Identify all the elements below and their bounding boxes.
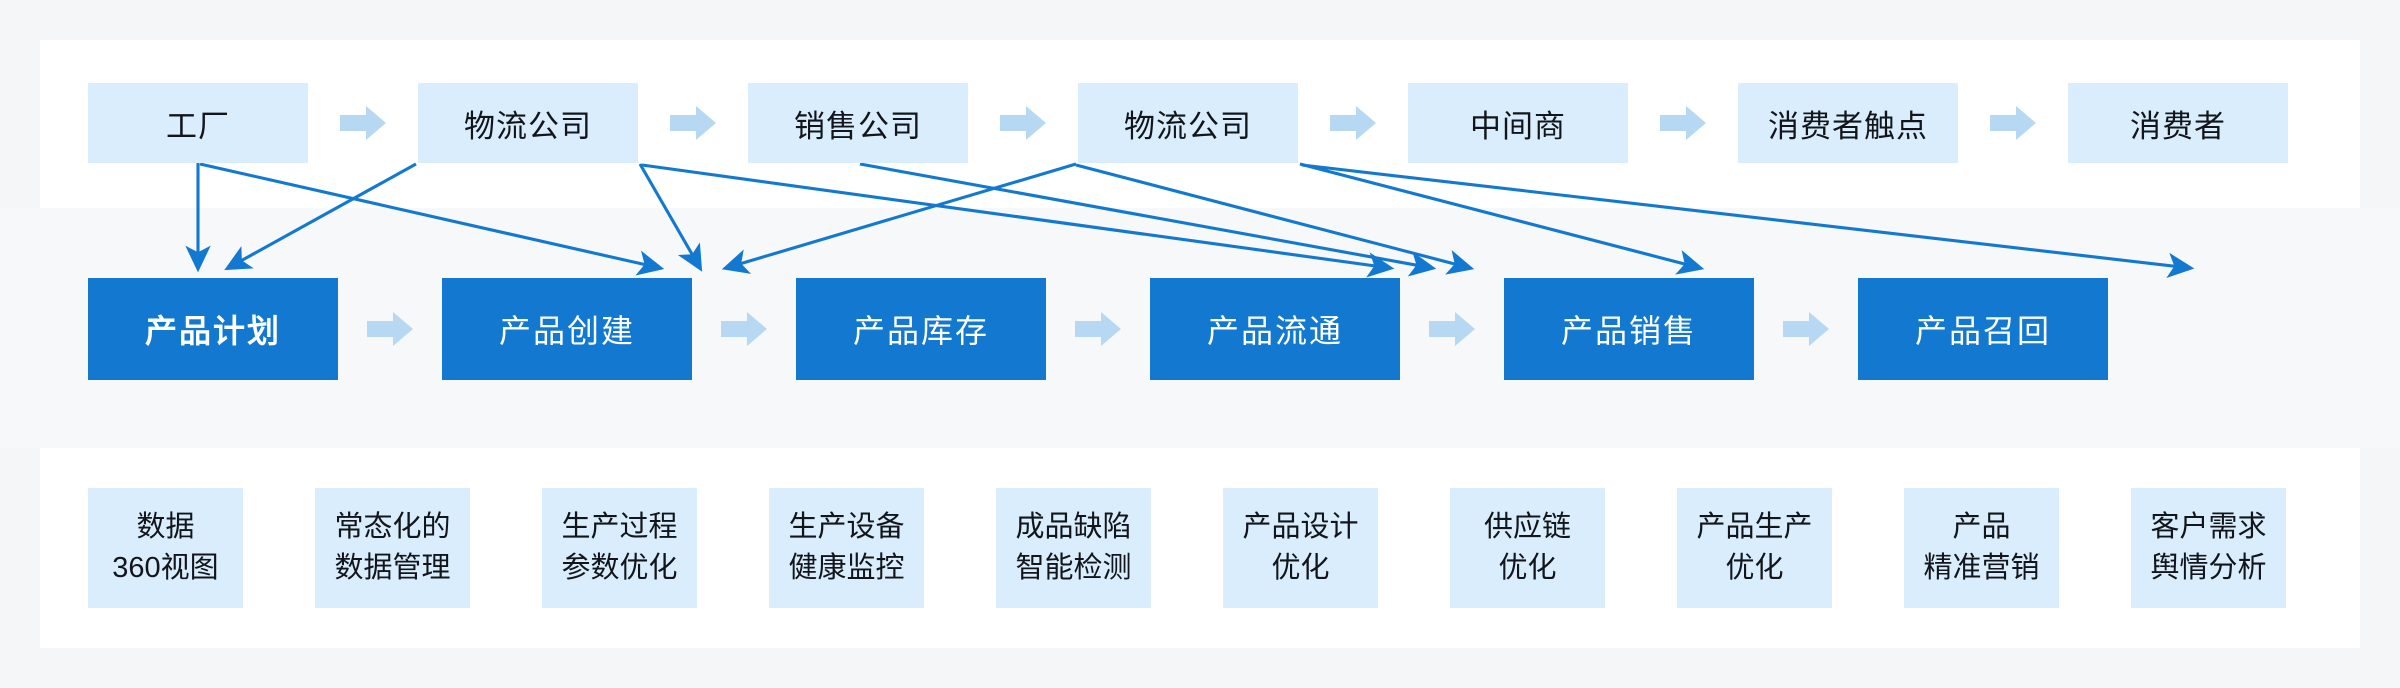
- stage-label: 产品计划: [144, 313, 281, 349]
- stage-label: 产品流通: [1206, 313, 1343, 349]
- block-arrow-right-icon: [721, 312, 767, 346]
- capability-label-line1: 产品: [1952, 510, 2011, 543]
- capability-label-line1: 生产设备: [788, 510, 905, 543]
- actor-flow-arrow-1: [308, 105, 418, 141]
- stage-box-product-recall[interactable]: 产品召回: [1858, 278, 2108, 380]
- block-arrow-right-icon: [367, 312, 413, 346]
- block-arrow-right-icon: [670, 106, 716, 140]
- actor-label: 物流公司: [1124, 108, 1252, 144]
- block-arrow-right-icon: [1990, 106, 2036, 140]
- stage-label: 产品销售: [1560, 313, 1697, 349]
- stage-label: 产品召回: [1914, 313, 2051, 349]
- actor-label: 销售公司: [794, 108, 922, 144]
- actor-label: 物流公司: [464, 108, 592, 144]
- capability-label-line2: 优化: [1271, 552, 1330, 584]
- capability-label-line1: 生产过程: [561, 510, 678, 543]
- capability-box-data-360-view[interactable]: 数据 360视图: [88, 488, 243, 608]
- actor-flow-arrow-5: [1628, 105, 1738, 141]
- actor-label: 中间商: [1470, 108, 1566, 144]
- capability-label-line1: 常态化的: [334, 510, 451, 543]
- capability-label-line2: 数据管理: [334, 552, 451, 584]
- actor-flow-arrow-2: [638, 105, 748, 141]
- capability-box-defect-detection[interactable]: 成品缺陷智能检测: [996, 488, 1151, 608]
- capability-label-line2: 舆情分析: [2150, 552, 2267, 584]
- block-arrow-right-icon: [1783, 312, 1829, 346]
- capability-label-line1: 供应链: [1483, 510, 1571, 543]
- supply-chain-row: 工厂 物流公司 销售公司 物流公司 中间商 消费者触点 消费者: [88, 83, 2288, 163]
- stage-label: 产品库存: [852, 313, 989, 349]
- actor-box-factory[interactable]: 工厂: [88, 83, 308, 163]
- stage-box-product-inventory[interactable]: 产品库存: [796, 278, 1046, 380]
- actor-box-distributor[interactable]: 中间商: [1408, 83, 1628, 163]
- actor-label: 消费者触点: [1768, 108, 1928, 144]
- capability-box-process-param-opt[interactable]: 生产过程参数优化: [542, 488, 697, 608]
- capability-label-line1: 客户需求: [2150, 510, 2267, 543]
- stage-flow-arrow-4: [1400, 311, 1504, 347]
- stage-box-product-plan[interactable]: 产品计划: [88, 278, 338, 380]
- actor-flow-arrow-3: [968, 105, 1078, 141]
- capability-label-line1: 产品生产: [1696, 510, 1813, 543]
- lifecycle-row: 产品计划 产品创建 产品库存 产品流通 产品销售 产品召回: [88, 278, 2108, 380]
- capability-label-line2: 智能检测: [1015, 552, 1132, 584]
- stage-box-product-sales[interactable]: 产品销售: [1504, 278, 1754, 380]
- capability-label-line2: 参数优化: [561, 552, 678, 584]
- capability-box-equipment-health[interactable]: 生产设备健康监控: [769, 488, 924, 608]
- actor-flow-arrow-4: [1298, 105, 1408, 141]
- block-arrow-right-icon: [1660, 106, 1706, 140]
- capability-label-line2: 精准营销: [1923, 552, 2040, 584]
- block-arrow-right-icon: [1075, 312, 1121, 346]
- actor-box-consumer[interactable]: 消费者: [2068, 83, 2288, 163]
- block-arrow-right-icon: [340, 106, 386, 140]
- capability-box-production-opt[interactable]: 产品生产优化: [1677, 488, 1832, 608]
- stage-box-product-circulate[interactable]: 产品流通: [1150, 278, 1400, 380]
- actor-box-logistics-1[interactable]: 物流公司: [418, 83, 638, 163]
- block-arrow-right-icon: [1429, 312, 1475, 346]
- capability-label-line1: 产品设计: [1242, 510, 1359, 543]
- capability-label-line2: 360视图: [112, 552, 219, 584]
- capability-label-line1: 成品缺陷: [1015, 510, 1132, 543]
- capability-box-supply-chain-opt[interactable]: 供应链优化: [1450, 488, 1605, 608]
- block-arrow-right-icon: [1000, 106, 1046, 140]
- capability-label-line2: 健康监控: [788, 552, 905, 584]
- capability-label-line1: 数据: [136, 510, 195, 543]
- actor-label: 消费者: [2130, 108, 2226, 144]
- actor-label: 工厂: [166, 108, 230, 144]
- capability-label-line2: 优化: [1725, 552, 1784, 584]
- stage-box-product-create[interactable]: 产品创建: [442, 278, 692, 380]
- stage-label: 产品创建: [498, 313, 635, 349]
- actor-box-sales-company[interactable]: 销售公司: [748, 83, 968, 163]
- capability-box-normalized-data-mgmt[interactable]: 常态化的数据管理: [315, 488, 470, 608]
- actor-box-logistics-2[interactable]: 物流公司: [1078, 83, 1298, 163]
- capability-label-line2: 优化: [1498, 552, 1557, 584]
- capability-box-precision-marketing[interactable]: 产品精准营销: [1904, 488, 2059, 608]
- capability-box-demand-sentiment[interactable]: 客户需求舆情分析: [2131, 488, 2286, 608]
- stage-flow-arrow-3: [1046, 311, 1150, 347]
- capability-box-product-design-opt[interactable]: 产品设计优化: [1223, 488, 1378, 608]
- actor-box-consumer-touch[interactable]: 消费者触点: [1738, 83, 1958, 163]
- stage-flow-arrow-2: [692, 311, 796, 347]
- actor-flow-arrow-6: [1958, 105, 2068, 141]
- block-arrow-right-icon: [1330, 106, 1376, 140]
- stage-flow-arrow-1: [338, 311, 442, 347]
- stage-flow-arrow-5: [1754, 311, 1858, 347]
